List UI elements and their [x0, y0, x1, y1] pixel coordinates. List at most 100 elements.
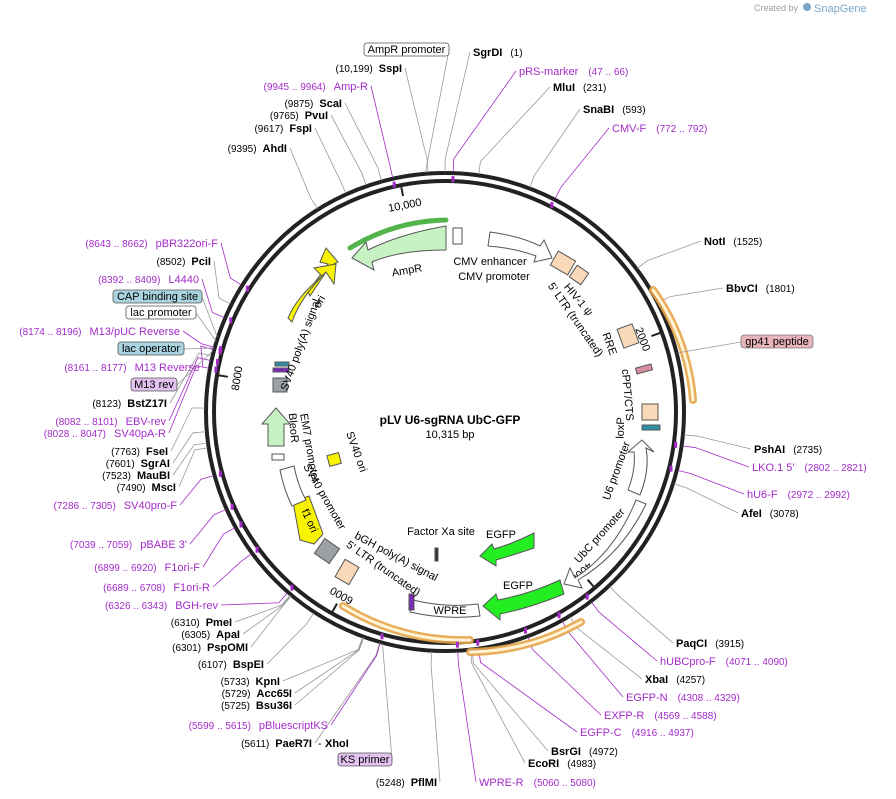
site-bsu36i[interactable]: Bsu36I(5725) [221, 700, 292, 712]
primer-coordinate: (7286 .. 7305) [54, 501, 116, 512]
site-sgrai[interactable]: SgrAI(7601) [106, 458, 170, 470]
primer-amp-r[interactable]: Amp-R(9945 .. 9964) [264, 81, 369, 93]
egfp-arrow-2 [482, 579, 565, 622]
primer-sv40pa-r[interactable]: SV40pA-R(8028 .. 8047) [44, 428, 166, 440]
primer-name: EGFP-N [626, 692, 668, 704]
feature-ks-primer[interactable]: KS primer [337, 752, 393, 767]
site-coordinate: (4972) [589, 747, 618, 758]
wpre-mark [408, 593, 415, 611]
primer-coordinate: (8082 .. 8101) [55, 417, 117, 428]
site-ecori[interactable]: EcoRI(4983) [528, 758, 596, 770]
site-coordinate: (1801) [766, 284, 795, 295]
site-sgrdi[interactable]: SgrDI(1) [473, 47, 523, 59]
primer-pbr322ori-f[interactable]: pBR322ori-F(8643 .. 8662) [85, 238, 218, 250]
feature-label-box [740, 334, 814, 349]
primer-l4440[interactable]: L4440(8392 .. 8409) [98, 274, 199, 286]
site-coordinate: (5733) [221, 677, 250, 688]
primer-name: L4440 [168, 274, 199, 286]
primer-egfp-c[interactable]: EGFP-C(4916 .. 4937) [580, 727, 694, 739]
site-name: PspOMI [207, 642, 248, 654]
primer-cmv-f[interactable]: CMV-F(772 .. 792) [612, 123, 707, 135]
primer-coordinate: (2972 .. 2992) [788, 490, 850, 501]
feature-cap-binding-site[interactable]: CAP binding site [112, 289, 203, 304]
site-apai[interactable]: ApaI(6305) [181, 629, 240, 641]
site-leader-line [344, 102, 382, 181]
feature-lac-promoter[interactable]: lac promoter [125, 305, 197, 320]
primer-wpre-r[interactable]: WPRE-R(5060 .. 5080) [479, 777, 596, 789]
site-fspi[interactable]: FspI(9617) [254, 123, 312, 135]
primer-exfp-r[interactable]: EXFP-R(4569 .. 4588) [604, 710, 717, 722]
site-xbai[interactable]: XbaI(4257) [645, 674, 705, 686]
site-coordinate: (1525) [733, 237, 762, 248]
feature-lac-operator[interactable]: lac operator [117, 341, 185, 356]
site-coordinate: (9875) [284, 99, 313, 110]
site-scai[interactable]: ScaI(9875) [284, 98, 342, 110]
primer-coordinate: (4916 .. 4937) [632, 728, 694, 739]
primer-pbluescriptks[interactable]: pBluescriptKS(5599 .. 5615) [189, 720, 328, 732]
primer-f1ori-f[interactable]: F1ori-F(6899 .. 6920) [94, 562, 200, 574]
primer-hubcpro-f[interactable]: hUBCpro-F(4071 .. 4090) [660, 656, 788, 668]
site-name: BsrGI [551, 746, 581, 758]
site-sspi[interactable]: SspI(10,199) [336, 63, 402, 75]
site-paer7i[interactable]: PaeR7I(5611) [241, 738, 312, 750]
primer-coordinate: (47 .. 66) [588, 67, 628, 78]
site-mlui[interactable]: MluI(231) [553, 82, 606, 94]
primer-prs-marker[interactable]: pRS-marker(47 .. 66) [519, 66, 628, 78]
site-name: Bsu36I [256, 700, 292, 712]
tick-mark [586, 578, 595, 588]
primer-sv40pro-f[interactable]: SV40pro-F(7286 .. 7305) [54, 500, 178, 512]
site-leader-line [172, 431, 206, 464]
primer-bgh-rev[interactable]: BGH-rev(6326 .. 6343) [105, 600, 219, 612]
feature-ampr-promoter[interactable]: AmpR promoter [363, 42, 450, 57]
site-pshai[interactable]: PshAI(2735) [754, 444, 822, 456]
feature-gp41-peptide[interactable]: gp41 peptide [740, 334, 814, 349]
feature-m13-rev[interactable]: M13 rev [130, 377, 178, 392]
primer-m13-reverse[interactable]: M13 Reverse(8161 .. 8177) [64, 362, 200, 374]
site-pvui[interactable]: PvuI(9765) [270, 110, 328, 122]
primer-m13-puc-reverse[interactable]: M13/pUC Reverse(8174 .. 8196) [19, 326, 180, 338]
primer-f1ori-r[interactable]: F1ori-R(6689 .. 6708) [103, 582, 210, 594]
site-xhoi-name: XhoI [325, 738, 349, 750]
site-fsei[interactable]: FseI(7763) [111, 446, 168, 458]
feature-label-box [130, 377, 178, 392]
primer-egfp-n[interactable]: EGFP-N (4308 .. 4329) [626, 692, 740, 704]
site-bbvci[interactable]: BbvCI(1801) [726, 283, 795, 295]
primer-leader-line [179, 475, 214, 506]
site-bstz17i[interactable]: BstZ17I(8123) [92, 398, 167, 410]
site-acc65i[interactable]: Acc65I(5729) [222, 688, 292, 700]
site-bsrgi[interactable]: BsrGI (4972) [551, 746, 618, 758]
tick-mark [331, 603, 338, 612]
primer-mark [669, 465, 673, 472]
site-pmei[interactable]: PmeI(6310) [171, 617, 232, 629]
primer-leader-line [201, 278, 225, 318]
site-coordinate: (1) [510, 48, 522, 59]
primer-hu6-f[interactable]: hU6-F(2972 .. 2992) [747, 489, 850, 501]
wpre-box [409, 599, 481, 618]
site-msci[interactable]: MscI(7490) [117, 482, 176, 494]
primer-coordinate: (6326 .. 6343) [105, 601, 167, 612]
bleor-arrow [260, 407, 292, 447]
site-pflmi[interactable]: PflMI(5248) [376, 777, 437, 789]
site-pcii[interactable]: PciI(8502) [157, 256, 211, 268]
primer-name: F1ori-F [165, 562, 201, 574]
site-maubi[interactable]: MauBI(7523) [102, 470, 170, 482]
primer-leader-line [527, 637, 602, 716]
site-afei[interactable]: AfeI(3078) [741, 508, 799, 520]
primer-lko-1-5[interactable]: LKO.1 5'(2802 .. 2821) [752, 462, 867, 474]
primer-mark [557, 612, 561, 619]
site-paqci[interactable]: PaqCI(3915) [676, 638, 744, 650]
primer-leader-line [168, 365, 210, 434]
primer-pbabe-3[interactable]: pBABE 3'(7039 .. 7059) [70, 539, 187, 551]
site-snabi[interactable]: SnaBI(593) [583, 104, 646, 116]
boxed-leader-line [176, 350, 214, 386]
site-coordinate: (6301) [172, 643, 201, 654]
primer-ebv-rev[interactable]: EBV-rev(8082 .. 8101) [55, 416, 166, 428]
primer-mark [451, 176, 455, 183]
site-kpni[interactable]: KpnI(5733) [221, 676, 280, 688]
primer-name: WPRE-R [479, 777, 524, 789]
primer-coordinate: (4308 .. 4329) [678, 693, 740, 704]
site-bspei[interactable]: BspEI(6107) [198, 659, 264, 671]
site-pspomi[interactable]: PspOMI (6301) [172, 642, 248, 654]
site-noti[interactable]: NotI(1525) [704, 236, 762, 248]
site-ahdi[interactable]: AhdI(9395) [228, 143, 287, 155]
